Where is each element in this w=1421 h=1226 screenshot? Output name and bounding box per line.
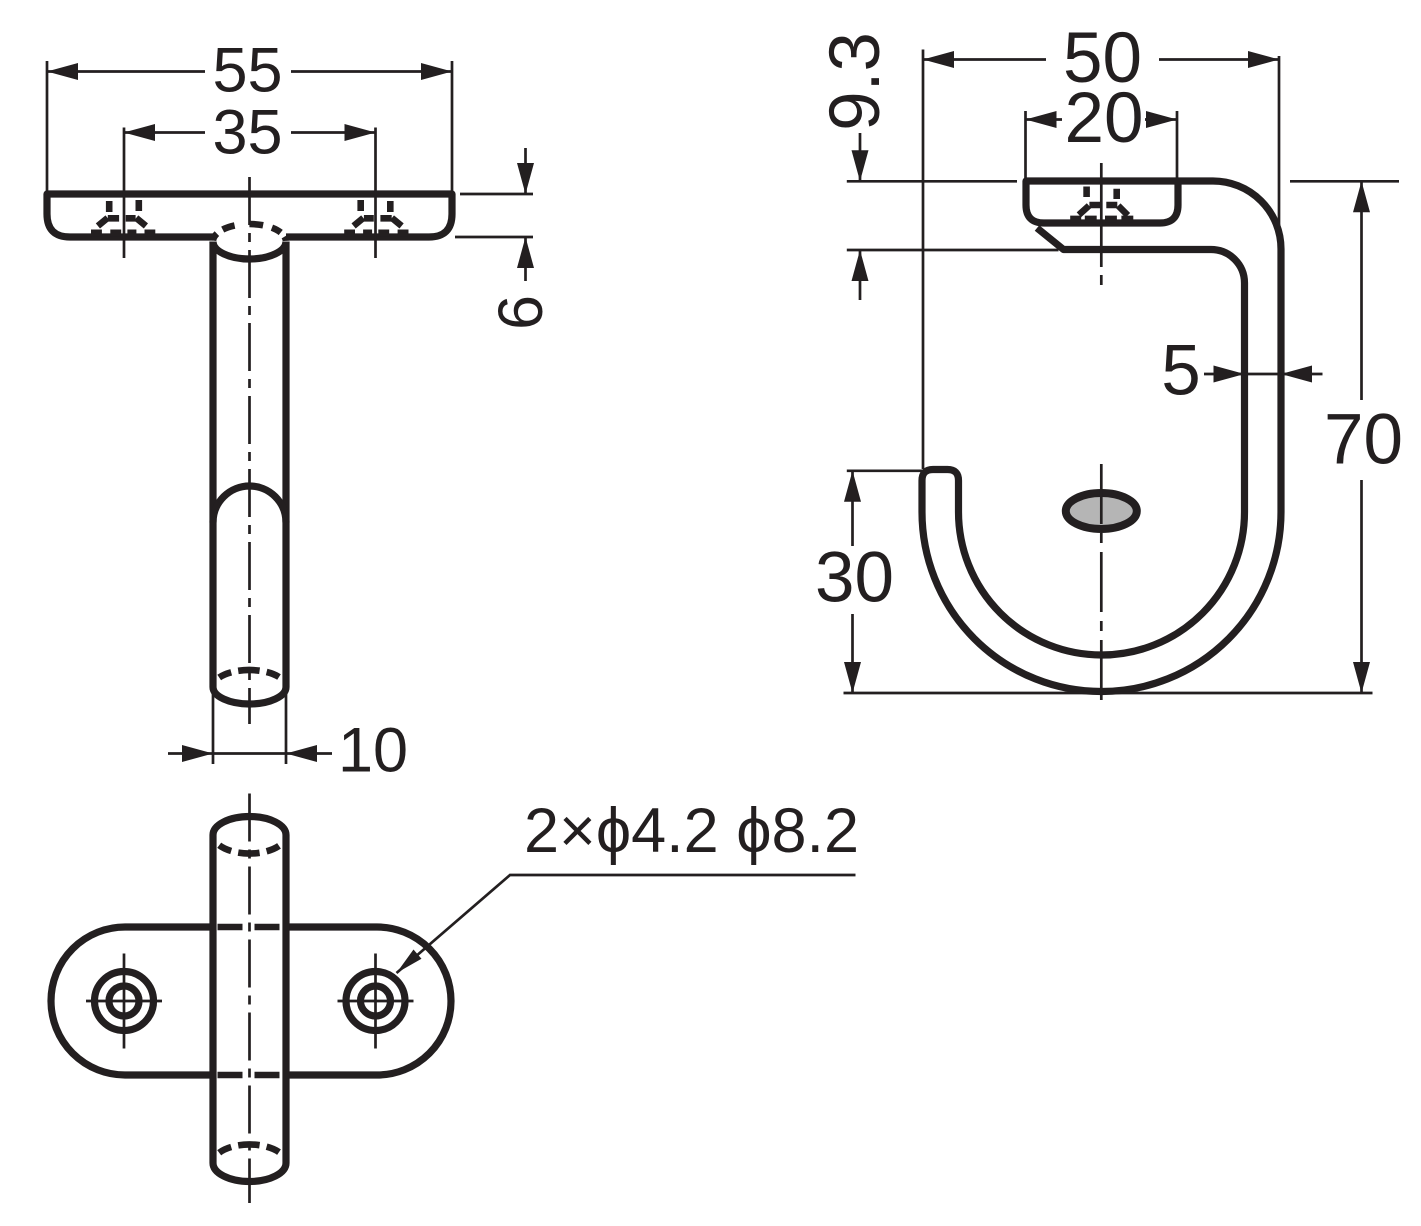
front-pin-top-ellipse-hidden <box>209 220 290 242</box>
dim-text-5: 5 <box>1161 332 1201 411</box>
arrowhead-right <box>1248 51 1279 68</box>
arrowhead-left <box>1025 111 1057 128</box>
side-view: 50 20 9.3 5 <box>815 19 1403 709</box>
bottom-plate-outline <box>47 923 455 1079</box>
leader-arrowhead <box>396 949 422 973</box>
countersink-flanks <box>351 215 404 229</box>
hole-bore-edges <box>1083 186 1120 199</box>
bottom-left-hole <box>86 953 162 1049</box>
dim-side-hook-thickness: 5 <box>1161 332 1323 411</box>
arrowhead-top <box>517 163 534 194</box>
countersink-flanks <box>95 215 148 229</box>
arrowhead-top <box>844 470 861 502</box>
arrowhead-top <box>1353 181 1370 213</box>
dim-side-hook-opening-depth: 30 <box>815 469 958 693</box>
hole-size-callout: 2×ϕ4.2 ϕ8.2 <box>395 796 859 975</box>
bottom-view: 2×ϕ4.2 ϕ8.2 <box>47 793 859 1203</box>
dim-text-35: 35 <box>212 98 282 168</box>
extension-line <box>211 688 288 764</box>
arrowhead-left <box>923 51 954 68</box>
plate-left-cap <box>47 923 126 1079</box>
dim-text-55: 55 <box>212 36 282 106</box>
dim-side-overall-height: 70 <box>843 179 1403 695</box>
front-left-countersink-hidden <box>91 200 156 237</box>
front-pin-bottom-ellipse-hidden <box>217 666 281 681</box>
dim-text-30: 30 <box>815 539 894 618</box>
dim-side-underside-offset: 9.3 <box>816 32 1059 300</box>
plate-right-cap <box>376 923 455 1079</box>
arrowhead-right <box>1281 365 1312 383</box>
dim-text-10: 10 <box>338 716 408 786</box>
dim-text-20: 20 <box>1065 79 1144 158</box>
arrowhead-bottom <box>851 250 869 281</box>
dim-text-70: 70 <box>1324 401 1403 480</box>
side-hook-inner-top <box>1034 225 1249 512</box>
arrowhead-top <box>851 150 869 182</box>
hole-crosshair <box>337 953 414 1049</box>
arrowhead-right <box>286 745 317 762</box>
arrowhead-right <box>344 124 376 141</box>
arrowhead-right <box>421 63 452 80</box>
dim-text-9.3: 9.3 <box>816 32 895 131</box>
countersink-flanks <box>1076 203 1131 218</box>
arrowhead-bottom <box>517 237 534 268</box>
bottom-right-hole <box>337 953 414 1049</box>
dim-text-6: 6 <box>486 295 556 330</box>
arrowhead-right <box>1146 111 1177 128</box>
dim-side-plate-width: 20 <box>1024 79 1179 178</box>
dim-front-hole-spacing: 35 <box>124 98 376 168</box>
front-view: 55 35 6 10 <box>43 36 556 786</box>
arrowhead-bottom <box>844 662 861 693</box>
arrowhead-left <box>124 124 155 141</box>
arrowhead-left <box>1213 365 1245 383</box>
hole-bore-edges <box>357 200 394 212</box>
dim-side-overall-width: 50 <box>921 19 1281 469</box>
dim-front-overall-width: 55 <box>45 36 454 192</box>
dim-front-pin-diameter: 10 <box>168 688 408 786</box>
hole-crosshair <box>86 953 162 1049</box>
dim-text-50: 50 <box>1063 19 1142 98</box>
side-countersink-hidden <box>1070 186 1134 223</box>
arrowhead-bottom <box>1353 662 1370 693</box>
arrowhead-left <box>182 745 213 762</box>
hole-note-text: 2×ϕ4.2 ϕ8.2 <box>524 796 859 866</box>
hole-bore-edges <box>105 200 143 212</box>
dim-front-plate-thickness: 6 <box>455 148 556 330</box>
side-plate-outline <box>1022 177 1182 227</box>
front-right-countersink-hidden <box>344 200 409 237</box>
leader-line <box>395 873 856 975</box>
arrowhead-left <box>47 63 78 80</box>
